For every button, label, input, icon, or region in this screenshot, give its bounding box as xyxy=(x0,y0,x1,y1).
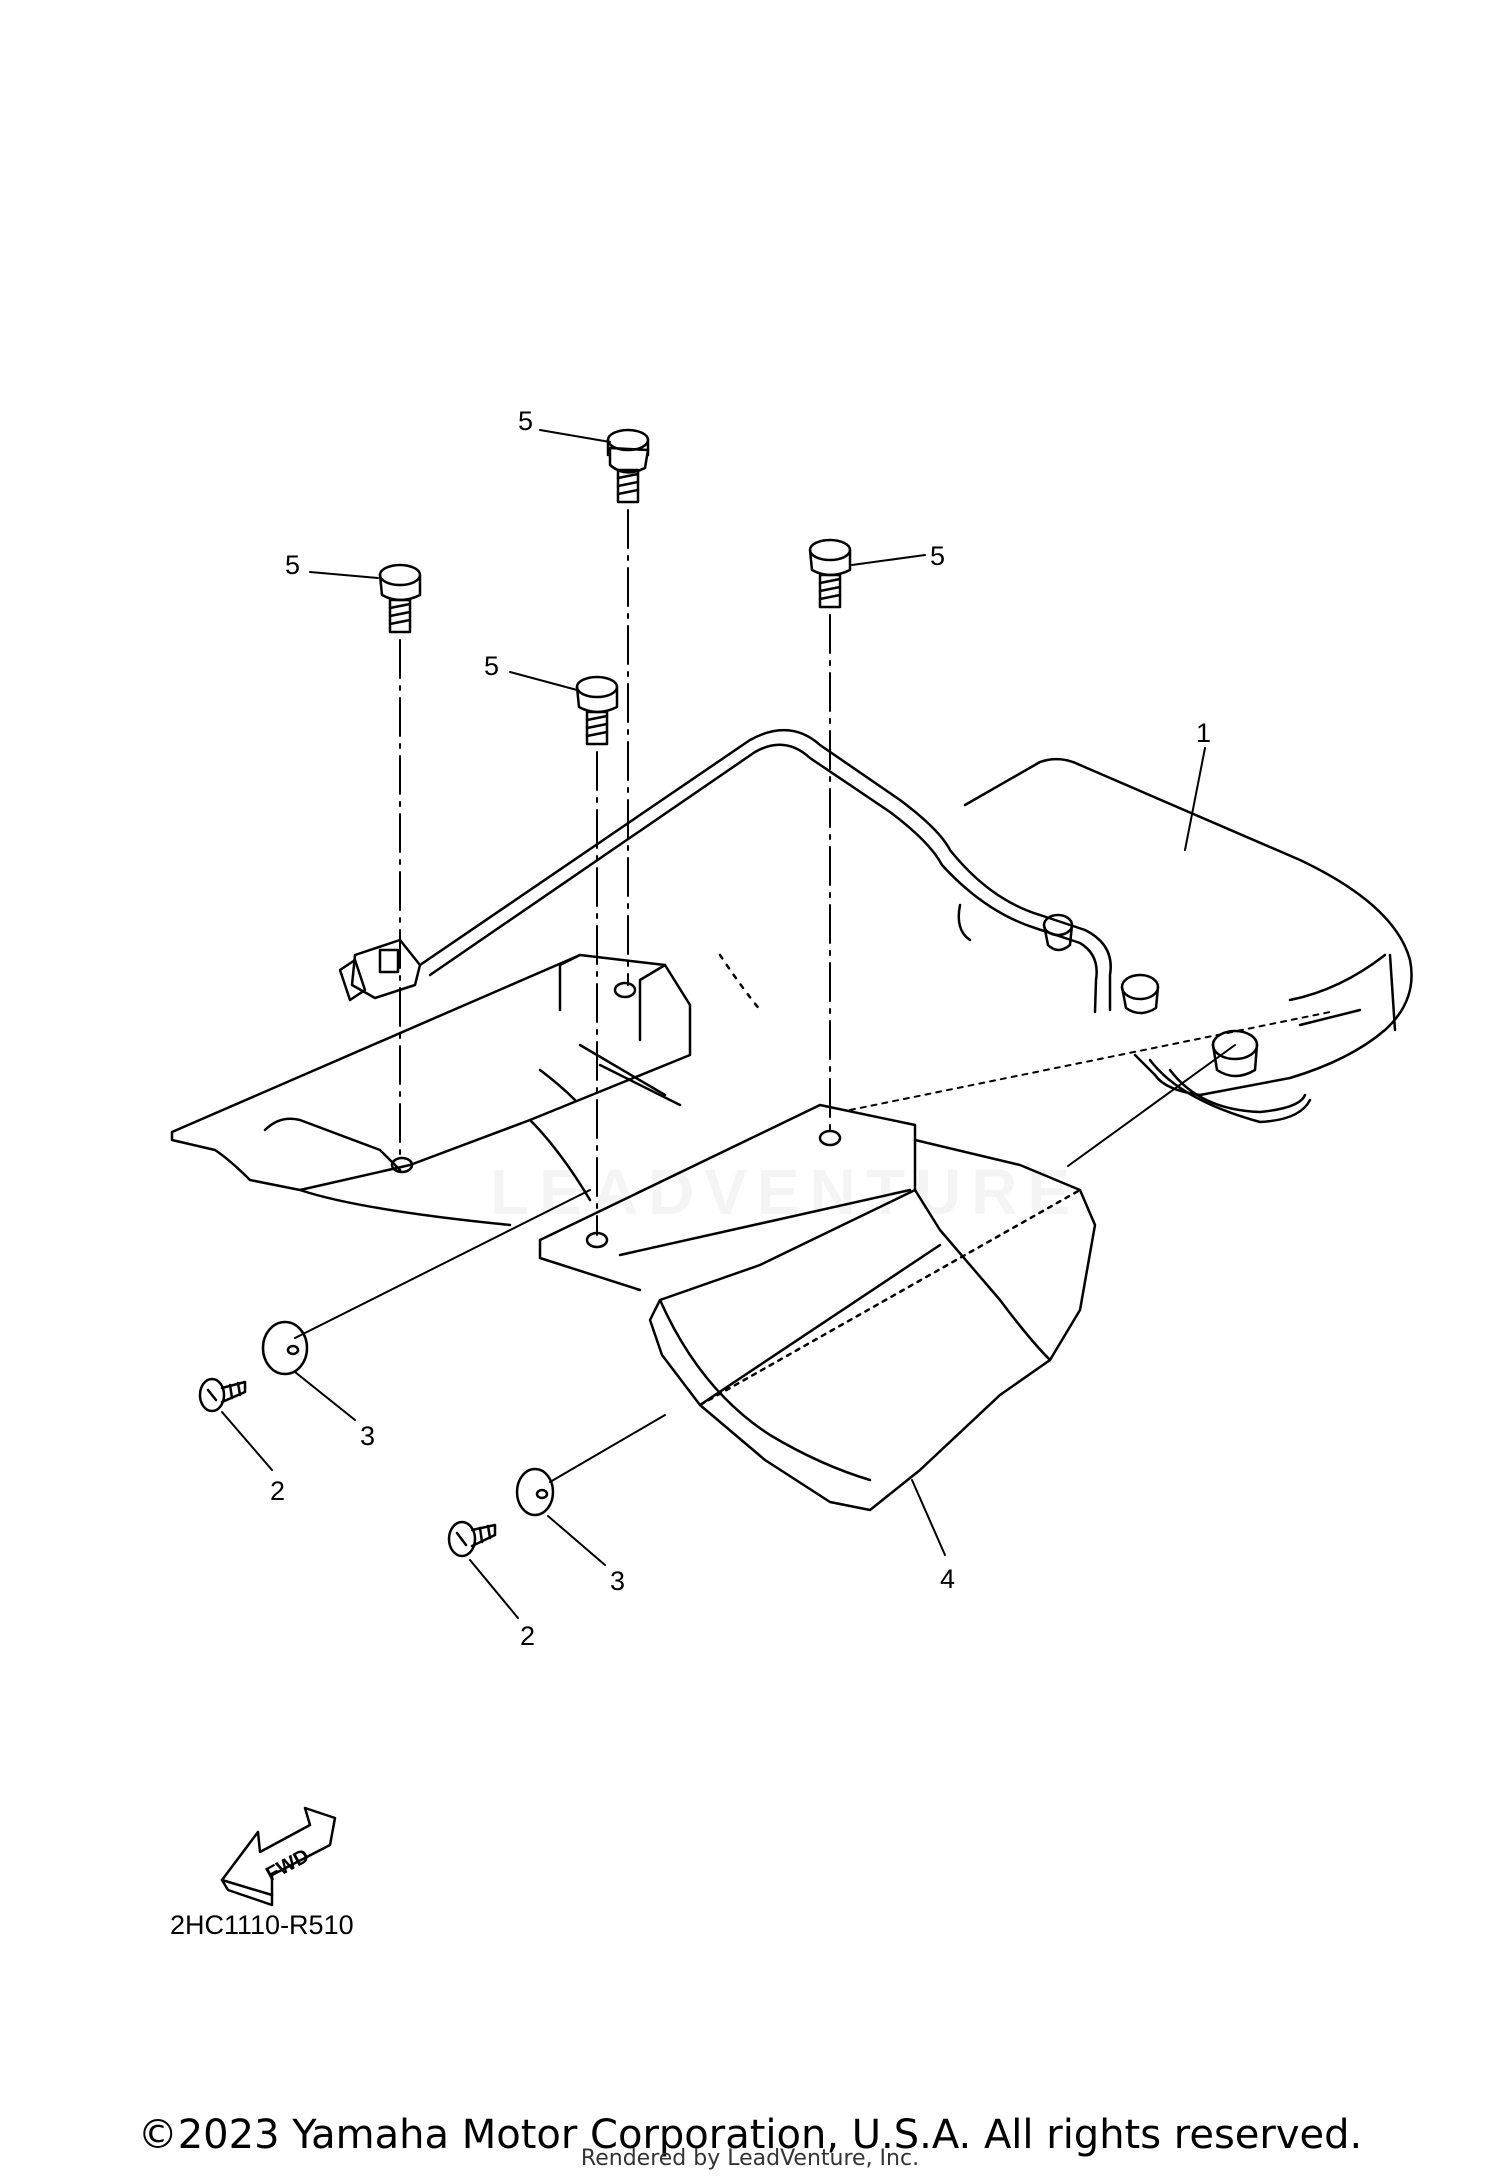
callout-4: 4 xyxy=(940,1564,955,1594)
diagram-code: 2HC1110-R510 xyxy=(170,1910,354,1940)
callout-5-center: 5 xyxy=(484,651,499,681)
part-2-screw-a xyxy=(198,1377,247,1413)
part-2-screw-b xyxy=(447,1520,497,1558)
callout-1: 1 xyxy=(1196,718,1211,748)
callout-leaders xyxy=(221,429,1206,1619)
part-5-bolt-b xyxy=(378,563,422,634)
main-bracket xyxy=(170,953,762,1227)
callout-5-right: 5 xyxy=(930,541,945,571)
part-5-bolt-a xyxy=(606,428,650,504)
watermark: LEADVENTURE xyxy=(490,1155,1080,1229)
rendered-by-notice: Rendered by LeadVenture, Inc. xyxy=(580,2146,920,2171)
fwd-label: FWD xyxy=(262,1845,313,1886)
callout-2-right: 2 xyxy=(520,1621,535,1651)
callout-5-top: 5 xyxy=(518,406,533,436)
copyright-notice: ©2023 Yamaha Motor Corporation, U.S.A. A… xyxy=(137,2112,1363,2158)
part-1-rear-fender xyxy=(338,728,1413,1124)
assembly-lines xyxy=(294,1011,1331,1483)
part-3-washer-a xyxy=(261,1320,309,1376)
callout-3-left: 3 xyxy=(360,1421,375,1451)
part-3-washer-b xyxy=(515,1467,555,1517)
part-5-bolt-c xyxy=(808,538,852,609)
part-5-bolt-d xyxy=(575,675,619,746)
callout-3-right: 3 xyxy=(610,1566,625,1596)
callout-5-left: 5 xyxy=(285,550,300,580)
callout-2-left: 2 xyxy=(270,1476,285,1506)
assembly-centerlines xyxy=(399,509,831,1236)
fwd-arrow-icon xyxy=(220,1806,337,1907)
